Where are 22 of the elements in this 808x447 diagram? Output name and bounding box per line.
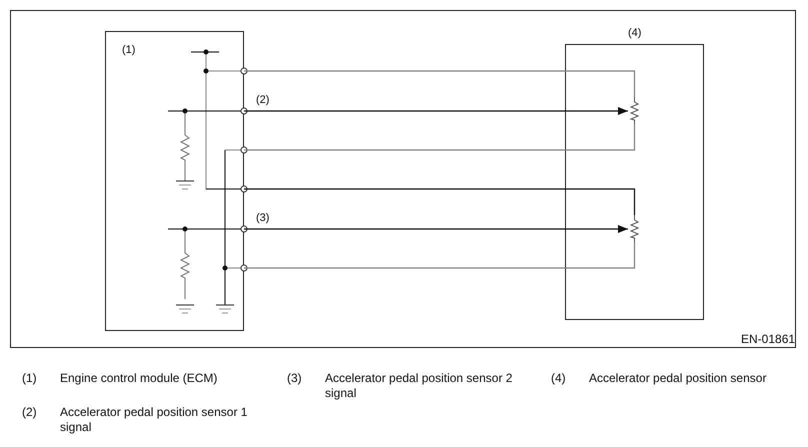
edge-label: (2) <box>255 94 270 106</box>
potentiometer-symbol <box>628 214 640 242</box>
wire <box>244 188 636 215</box>
wire <box>244 70 636 97</box>
legend-description: Accelerator pedal position sensor 1 signal <box>60 405 248 435</box>
signal-arrow <box>244 225 628 233</box>
wire <box>244 124 636 151</box>
callout-number: (2) <box>22 405 37 420</box>
callout-number: (3) <box>287 371 302 386</box>
callout-number: (4) <box>551 371 566 386</box>
figure-code: EN-01861 <box>741 332 796 347</box>
legend-description: Engine control module (ECM) <box>60 371 218 386</box>
control-module-box <box>105 31 244 331</box>
edge-label: (3) <box>255 212 270 224</box>
potentiometer-symbol <box>628 96 640 124</box>
callout-number: (4) <box>628 27 642 39</box>
legend-description: Accelerator pedal position sensor <box>589 371 766 386</box>
callout-number: (1) <box>122 44 136 56</box>
wire <box>244 242 636 269</box>
callout-number: (1) <box>22 371 37 386</box>
signal-arrow <box>244 107 628 115</box>
legend-description: Accelerator pedal position sensor 2 signal <box>325 371 514 401</box>
